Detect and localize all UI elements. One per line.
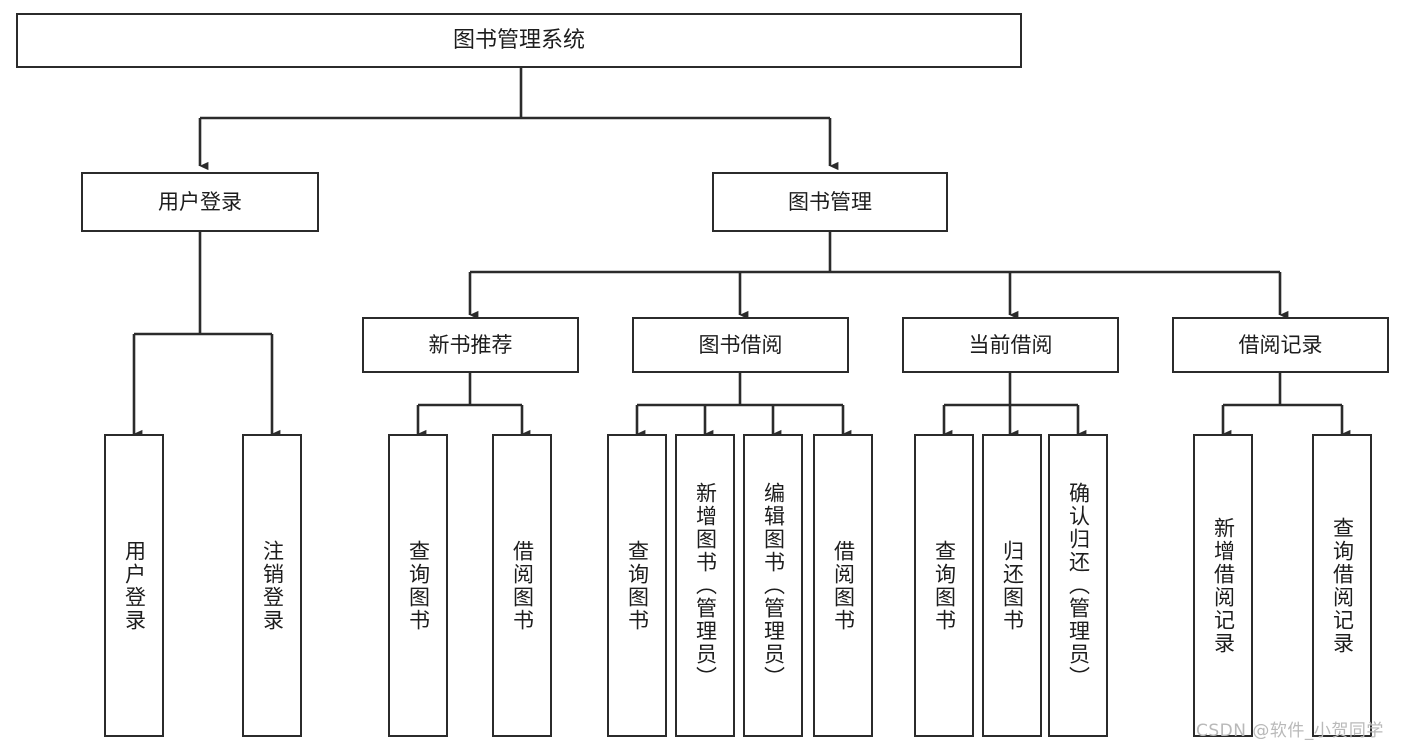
node-book-borrow[interactable]: 图书借阅	[632, 317, 849, 373]
node-leaf-add-record[interactable]: 新增借阅记录	[1193, 434, 1253, 737]
node-leaf-query-book-2[interactable]: 查询图书	[607, 434, 667, 737]
node-new-book-recommend-label: 新书推荐	[428, 332, 513, 357]
node-leaf-add-book-label: 新增图书（管理员）	[693, 482, 718, 689]
node-leaf-confirm-return-label: 确认归还（管理员）	[1066, 482, 1091, 689]
node-leaf-user-logout[interactable]: 注销登录	[242, 434, 302, 737]
node-leaf-query-record-label: 查询借阅记录	[1330, 516, 1355, 655]
node-leaf-query-book-1[interactable]: 查询图书	[388, 434, 448, 737]
node-leaf-borrow-book-1-label: 借阅图书	[510, 539, 535, 632]
node-root[interactable]: 图书管理系统	[16, 13, 1022, 68]
node-leaf-query-book-1-label: 查询图书	[406, 539, 431, 632]
node-book-management[interactable]: 图书管理	[712, 172, 948, 232]
node-leaf-query-book-2-label: 查询图书	[625, 539, 650, 632]
node-leaf-return-book[interactable]: 归还图书	[982, 434, 1042, 737]
node-leaf-borrow-book-1[interactable]: 借阅图书	[492, 434, 552, 737]
node-book-management-label: 图书管理	[788, 189, 872, 214]
node-root-label: 图书管理系统	[452, 27, 585, 53]
node-borrow-record[interactable]: 借阅记录	[1172, 317, 1389, 373]
node-user-login-label: 用户登录	[158, 189, 242, 214]
node-borrow-record-label: 借阅记录	[1238, 332, 1323, 357]
node-leaf-user-logout-label: 注销登录	[260, 539, 285, 632]
node-leaf-add-record-label: 新增借阅记录	[1211, 516, 1236, 655]
node-leaf-query-book-3-label: 查询图书	[932, 539, 957, 632]
node-leaf-borrow-book-2[interactable]: 借阅图书	[813, 434, 873, 737]
node-leaf-edit-book-label: 编辑图书（管理员）	[761, 482, 786, 689]
node-leaf-edit-book[interactable]: 编辑图书（管理员）	[743, 434, 803, 737]
watermark-text: CSDN @软件_小贺同学	[1196, 721, 1384, 741]
node-leaf-query-book-3[interactable]: 查询图书	[914, 434, 974, 737]
node-new-book-recommend[interactable]: 新书推荐	[362, 317, 579, 373]
node-user-login[interactable]: 用户登录	[81, 172, 319, 232]
node-leaf-user-login-label: 用户登录	[122, 539, 147, 632]
node-leaf-borrow-book-2-label: 借阅图书	[831, 539, 856, 632]
node-leaf-add-book[interactable]: 新增图书（管理员）	[675, 434, 735, 737]
node-leaf-return-book-label: 归还图书	[1000, 539, 1025, 632]
node-leaf-query-record[interactable]: 查询借阅记录	[1312, 434, 1372, 737]
node-book-borrow-label: 图书借阅	[698, 332, 783, 357]
node-current-borrow[interactable]: 当前借阅	[902, 317, 1119, 373]
node-current-borrow-label: 当前借阅	[968, 332, 1053, 357]
node-leaf-confirm-return[interactable]: 确认归还（管理员）	[1048, 434, 1108, 737]
node-leaf-user-login[interactable]: 用户登录	[104, 434, 164, 737]
